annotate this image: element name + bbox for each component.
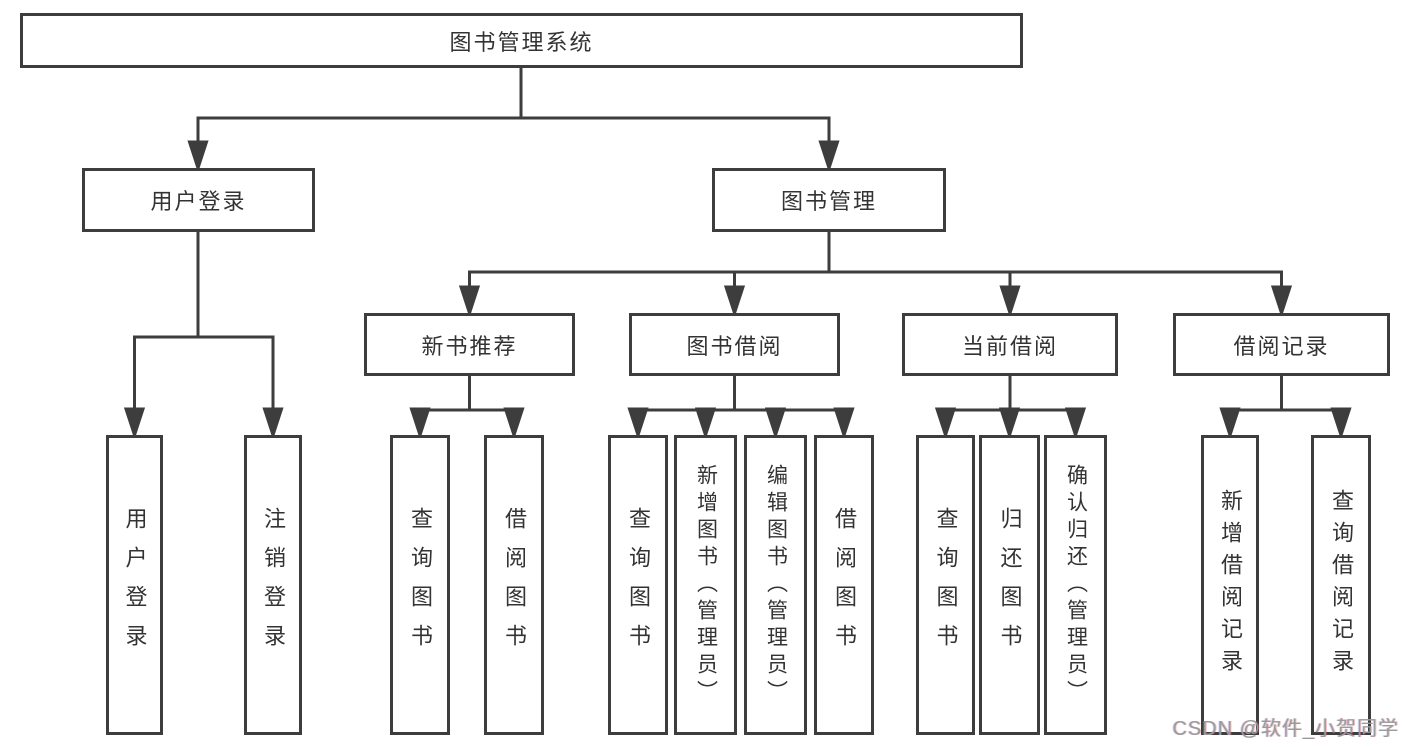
leaf-recommend-query-books: 查询图书 (390, 435, 450, 735)
node-user-login: 用户登录 (82, 168, 315, 232)
leaf-borrow-query-books: 查询图书 (608, 435, 668, 735)
leaf-borrow-borrow-books: 借阅图书 (814, 435, 874, 735)
leaf-current-confirm-return-admin: 确认归还（管理员） (1044, 435, 1107, 735)
leaf-logout: 注销登录 (244, 435, 302, 735)
node-new-book-recommend: 新书推荐 (364, 313, 575, 376)
node-root-library-system: 图书管理系统 (20, 13, 1023, 68)
leaf-recommend-borrow-books: 借阅图书 (484, 435, 544, 735)
leaf-current-query-books: 查询图书 (916, 435, 975, 735)
leaf-user-login: 用户登录 (106, 435, 163, 735)
leaf-records-add-record: 新增借阅记录 (1201, 435, 1259, 735)
node-book-borrowing: 图书借阅 (629, 313, 840, 376)
leaf-current-return-books: 归还图书 (979, 435, 1040, 735)
node-current-borrowing: 当前借阅 (902, 313, 1118, 376)
node-book-management: 图书管理 (712, 168, 946, 232)
leaf-borrow-add-books-admin: 新增图书（管理员） (674, 435, 737, 735)
csdn-watermark: CSDN @软件_小贺同学 (1172, 718, 1399, 740)
node-borrow-records: 借阅记录 (1173, 313, 1390, 376)
leaf-records-query-record: 查询借阅记录 (1311, 435, 1371, 735)
leaf-borrow-edit-books-admin: 编辑图书（管理员） (744, 435, 807, 735)
